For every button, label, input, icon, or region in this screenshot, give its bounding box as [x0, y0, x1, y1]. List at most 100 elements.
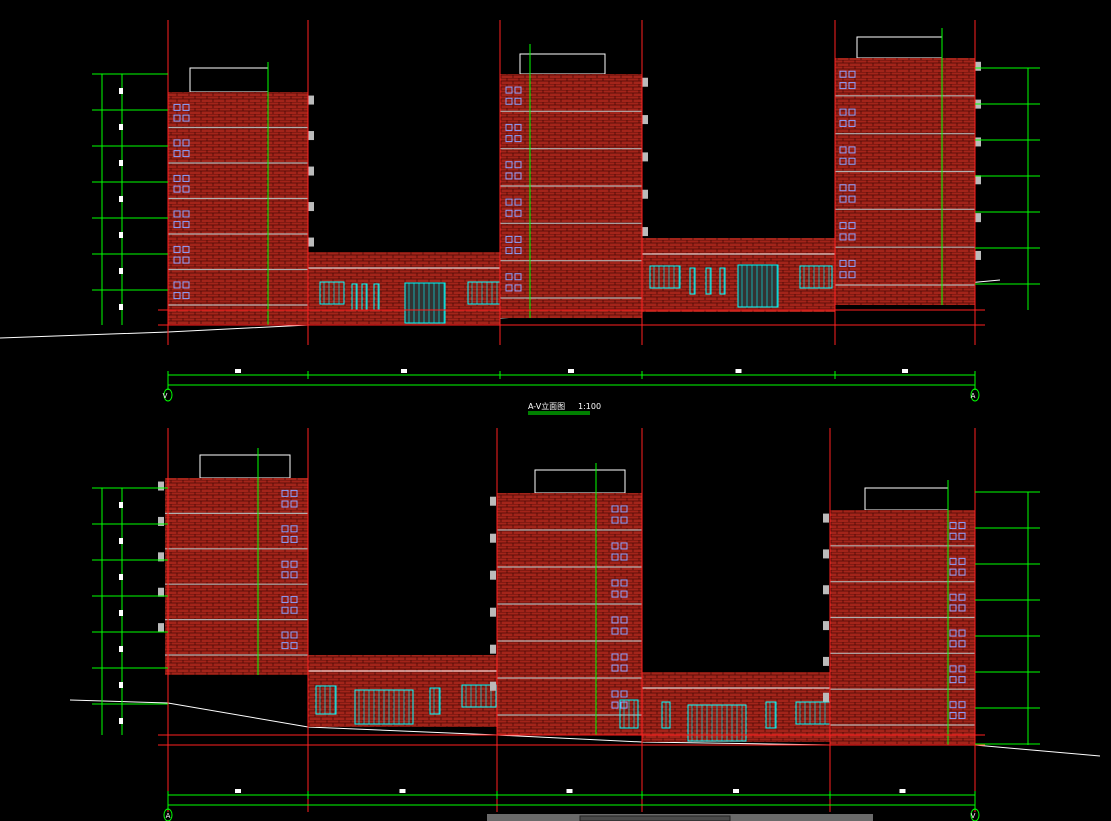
window: [514, 172, 522, 180]
window: [281, 560, 289, 568]
balcony-bracket: [975, 175, 981, 185]
dimension-text-mark: [733, 789, 739, 793]
level-text-mark: [119, 268, 123, 274]
window: [505, 198, 513, 206]
balcony-bracket: [975, 213, 981, 223]
window: [514, 97, 522, 105]
balcony-bracket: [308, 237, 314, 247]
window: [611, 701, 619, 709]
door-window: [719, 267, 726, 295]
connector-facade: [308, 655, 497, 727]
window: [958, 557, 966, 565]
level-text-mark: [119, 502, 123, 508]
window: [281, 571, 289, 579]
balcony-bracket: [308, 166, 314, 176]
window: [182, 292, 190, 300]
window: [290, 571, 298, 579]
window: [848, 82, 856, 90]
window: [949, 604, 957, 612]
door-window: [315, 685, 337, 715]
balcony-bracket: [642, 227, 648, 237]
level-text-mark: [119, 682, 123, 688]
balcony-bracket: [975, 137, 981, 147]
window: [290, 560, 298, 568]
axis-bubble: [970, 808, 980, 821]
balcony-bracket: [158, 516, 164, 526]
balcony-bracket: [823, 513, 829, 523]
balcony-bracket: [158, 623, 164, 633]
window: [505, 161, 513, 169]
balcony-bracket: [308, 95, 314, 105]
window: [839, 195, 847, 203]
dimension-text-mark: [235, 789, 241, 793]
rooftop-structure: [199, 454, 291, 479]
balcony-bracket: [158, 481, 164, 491]
dimension-text-mark: [401, 369, 407, 373]
window: [505, 172, 513, 180]
window: [839, 222, 847, 230]
tower-facade: [168, 92, 308, 325]
window: [290, 596, 298, 604]
window: [848, 222, 856, 230]
window: [620, 542, 628, 550]
window: [620, 505, 628, 513]
window: [290, 606, 298, 614]
window: [611, 664, 619, 672]
window: [958, 522, 966, 530]
window: [281, 606, 289, 614]
window: [958, 568, 966, 576]
balcony-bracket: [823, 585, 829, 595]
balcony-bracket: [823, 621, 829, 631]
axis-bubble: [163, 808, 173, 821]
balcony-bracket: [823, 656, 829, 666]
axis-label-top-left: V: [163, 392, 168, 400]
balcony-bracket: [490, 607, 496, 617]
balcony-bracket: [308, 131, 314, 141]
window: [173, 103, 181, 111]
window: [958, 640, 966, 648]
window: [505, 86, 513, 94]
axis-label-bottom-right: V: [971, 812, 976, 820]
dimension-text-mark: [899, 789, 906, 793]
window: [848, 259, 856, 267]
window: [611, 627, 619, 635]
window: [949, 522, 957, 530]
window: [958, 711, 966, 719]
window: [173, 221, 181, 229]
window: [514, 273, 522, 281]
window: [839, 108, 847, 116]
axis-bubble: [970, 388, 980, 402]
window: [505, 135, 513, 143]
level-text-mark: [119, 124, 123, 130]
dimension-text-mark: [399, 789, 406, 793]
window: [839, 184, 847, 192]
window: [620, 579, 628, 587]
scrollbar-thumb[interactable]: [579, 815, 731, 821]
drawing-title: A-V立面图 1:100: [528, 401, 601, 415]
window: [505, 235, 513, 243]
window: [290, 500, 298, 508]
door-window: [765, 701, 777, 729]
balcony-bracket: [158, 552, 164, 562]
window: [949, 557, 957, 565]
tower-facade: [835, 58, 975, 305]
window: [949, 701, 957, 709]
window: [182, 256, 190, 264]
balcony-bracket: [308, 202, 314, 212]
window: [848, 108, 856, 116]
window: [290, 489, 298, 497]
window: [290, 642, 298, 650]
connector-facade: [308, 252, 500, 325]
door-window: [461, 684, 497, 708]
window: [949, 532, 957, 540]
window: [281, 525, 289, 533]
window: [514, 198, 522, 206]
window: [620, 627, 628, 635]
window: [620, 616, 628, 624]
window: [514, 123, 522, 131]
window: [848, 233, 856, 241]
axis-label-bottom-left: A: [166, 812, 171, 820]
window: [848, 119, 856, 127]
balcony-bracket: [490, 644, 496, 654]
